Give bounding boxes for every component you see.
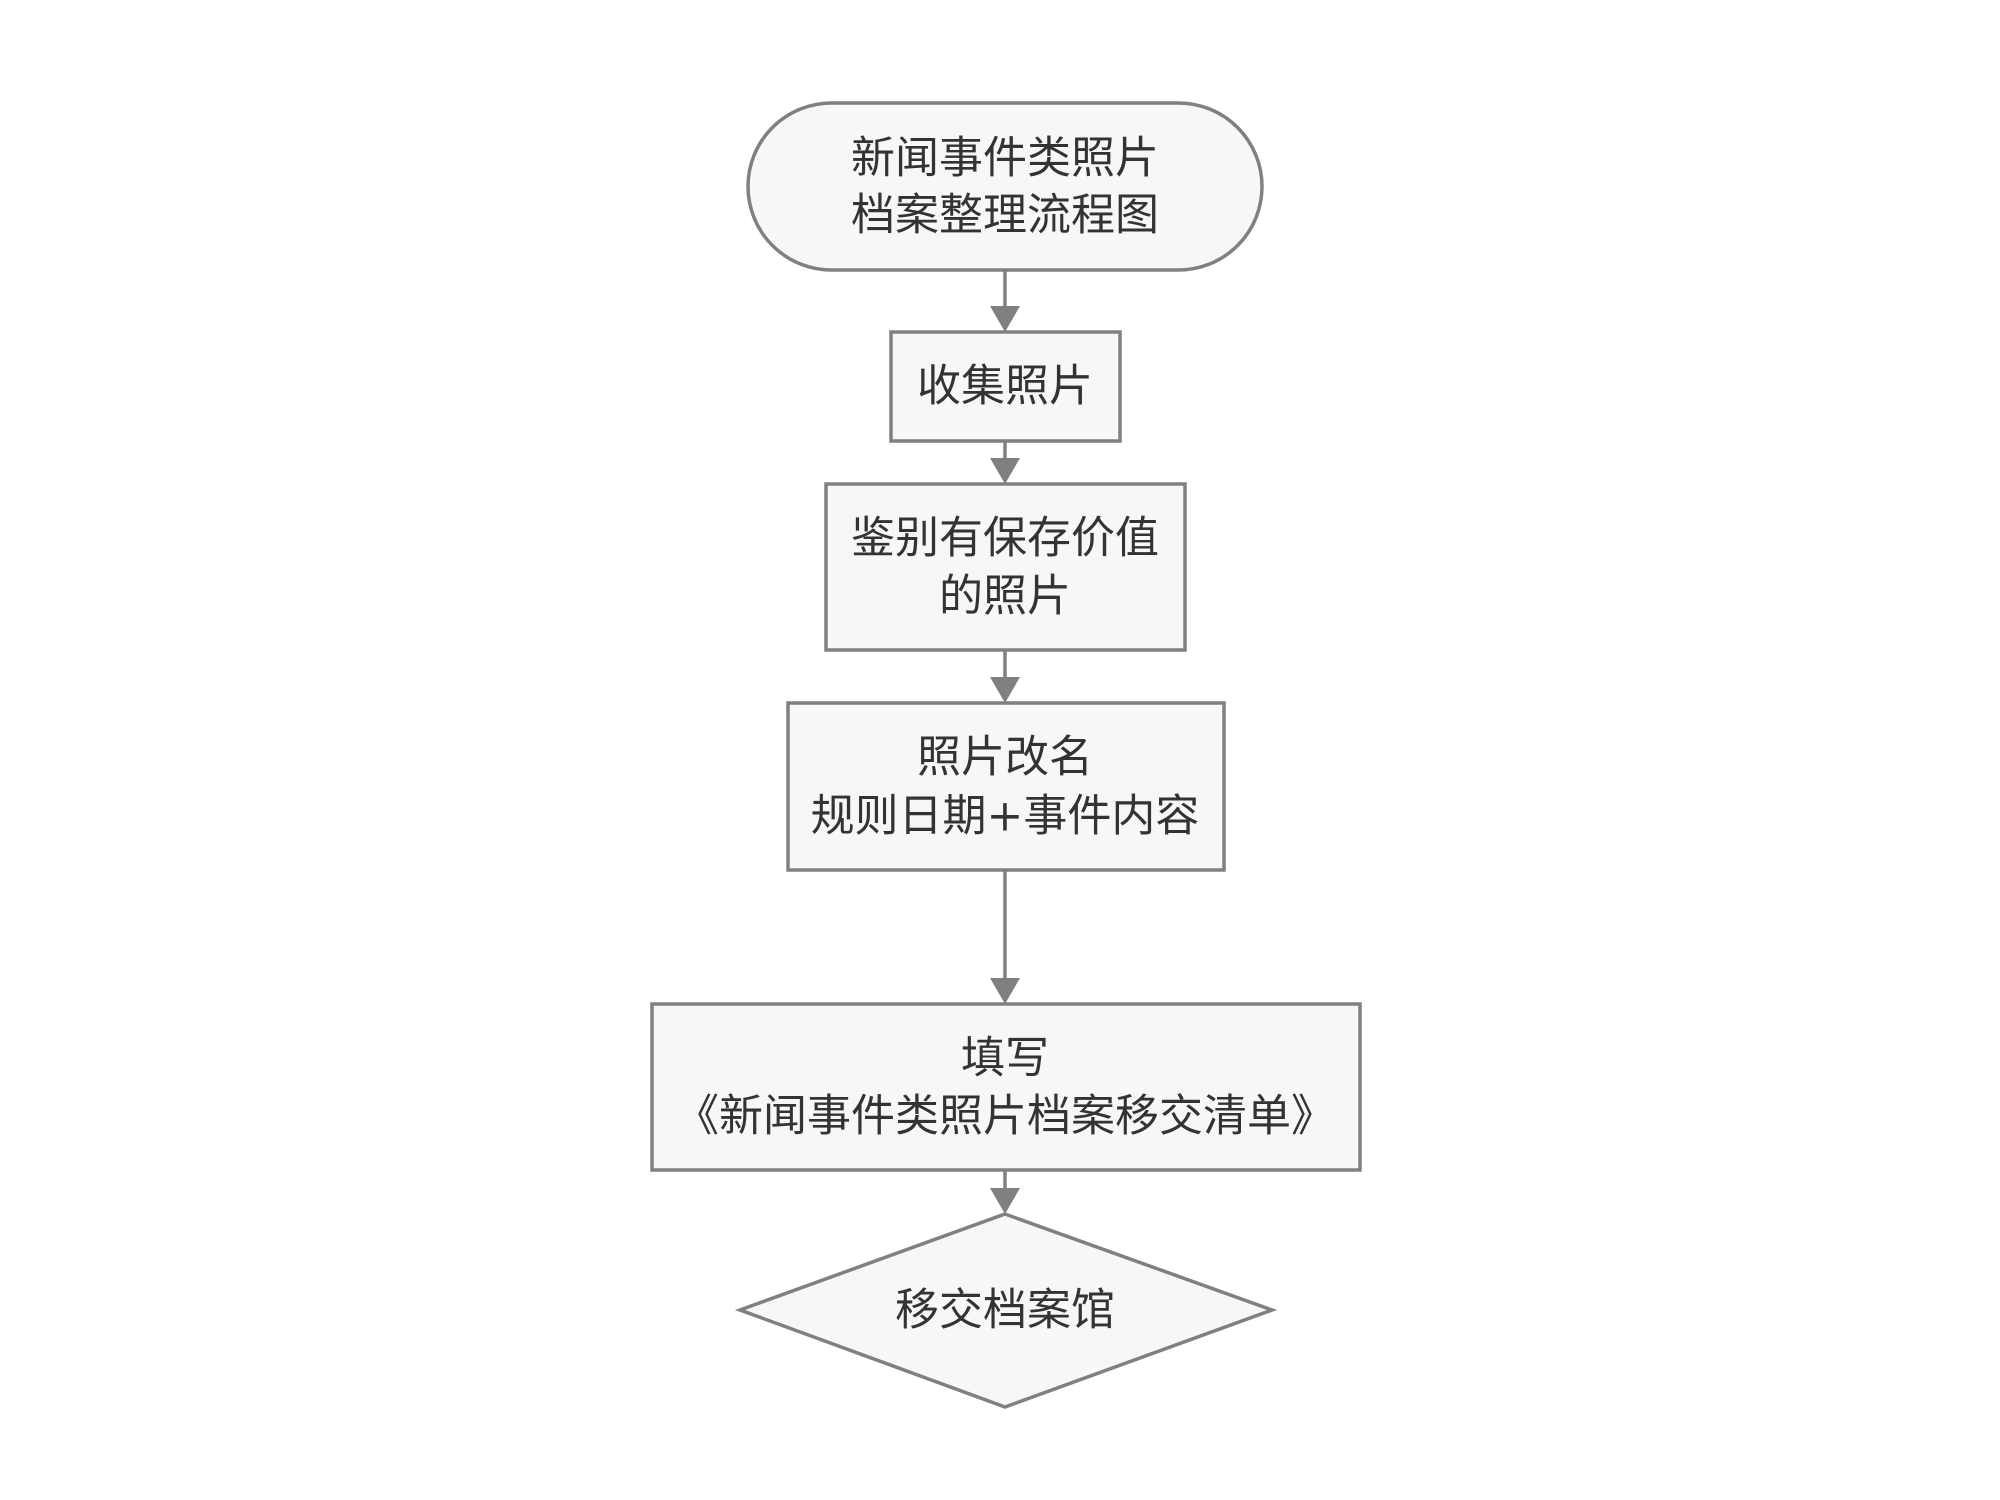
- node-start-line1: 新闻事件类照片: [851, 133, 1159, 184]
- node-start-line2: 档案整理流程图: [851, 190, 1159, 241]
- node-fill-form-line1: 填写: [961, 1033, 1049, 1084]
- connector-fill-form-to-transfer: [990, 1170, 1020, 1214]
- node-start: 新闻事件类照片 档案整理流程图: [746, 101, 1264, 272]
- node-appraise-line1: 鉴别有保存价值: [851, 513, 1159, 564]
- node-appraise-line2: 的照片: [939, 571, 1071, 622]
- node-appraise: 鉴别有保存价值 的照片: [824, 482, 1187, 652]
- connector-rename-to-fill-form: [990, 870, 1020, 1004]
- node-collect: 收集照片: [889, 330, 1122, 443]
- connector-collect-to-appraise: [990, 441, 1020, 484]
- node-collect-line1: 收集照片: [917, 361, 1093, 412]
- node-fill-form-line2: 《新闻事件类照片档案移交清单》: [675, 1091, 1335, 1142]
- node-rename: 照片改名 规则日期+事件内容: [786, 701, 1226, 872]
- node-transfer: 移交档案馆: [734, 1212, 1278, 1409]
- connector-start-to-collect: [990, 270, 1020, 332]
- node-fill-form: 填写 《新闻事件类照片档案移交清单》: [650, 1002, 1362, 1172]
- node-rename-line2: 规则日期+事件内容: [811, 791, 1200, 842]
- node-rename-line1: 照片改名: [917, 732, 1093, 783]
- connector-appraise-to-rename: [990, 650, 1020, 703]
- node-transfer-line1: 移交档案馆: [895, 1285, 1115, 1336]
